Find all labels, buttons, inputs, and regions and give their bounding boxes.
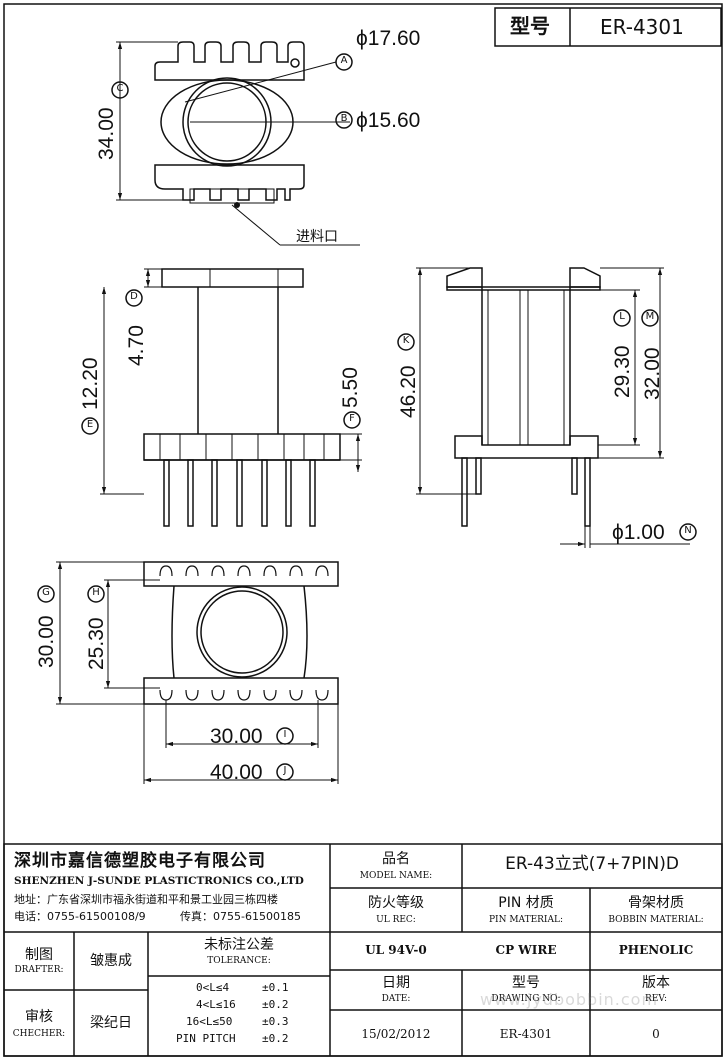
drafter-name: 皱惠成 — [90, 953, 132, 969]
tolerance-range-4: PIN PITCH — [176, 1032, 236, 1045]
marker-K — [397, 333, 415, 351]
model-name-en: MODEL NAME: — [359, 871, 433, 881]
tolerance-value-1: ±0.1 — [262, 981, 289, 994]
rev-en: REV: — [645, 994, 667, 1004]
side-view — [446, 267, 601, 527]
marker-G-label: G — [42, 587, 50, 598]
marker-K-label: K — [402, 335, 410, 346]
marker-A-label: A — [340, 55, 348, 66]
marker-C — [111, 81, 129, 99]
dim-K-label: 46.20 — [397, 365, 420, 418]
tolerance-range-1: 0<L≤4 — [196, 981, 230, 994]
drawing-no-value: ER-4301 — [499, 1027, 553, 1041]
drawing-no-cn: 型号 — [512, 975, 540, 991]
marker-M — [641, 309, 659, 327]
marker-I-label: I — [283, 729, 287, 740]
marker-D-label: D — [130, 291, 138, 302]
dim-H-label: 25.30 — [85, 617, 108, 670]
bobbin-material-en: BOBBIN MATERIAL: — [608, 915, 704, 925]
marker-B — [335, 111, 353, 129]
pin-material-cn: PIN 材质 — [498, 895, 554, 911]
marker-F — [343, 411, 361, 429]
model-box-value: ER-4301 — [600, 15, 684, 39]
dim-D-label: 4.70 — [125, 325, 148, 366]
marker-I — [276, 727, 294, 745]
company-fax: 传真：0755-61500185 — [180, 910, 301, 923]
dim-B-label: ϕ15.60 — [356, 109, 421, 132]
company-name-cn: 深圳市嘉信德塑胶电子有限公司 — [14, 851, 266, 871]
marker-M-label: M — [645, 311, 655, 322]
date-value: 15/02/2012 — [361, 1027, 431, 1041]
drafter-cn: 制图 — [25, 947, 53, 963]
model-box-label: 型号 — [510, 14, 550, 38]
dim-A-label: ϕ17.60 — [356, 27, 421, 50]
model-name-value: ER-43立式(7+7PIN)D — [505, 854, 679, 874]
ul-rec-en: UL REC: — [376, 915, 416, 925]
bottom-view — [143, 561, 339, 705]
tolerance-value-4: ±0.2 — [262, 1032, 289, 1045]
marker-E — [81, 417, 99, 435]
checker-name: 梁纪日 — [90, 1015, 132, 1031]
marker-G — [37, 585, 55, 603]
dim-L-label: 29.30 — [611, 345, 634, 398]
tolerance-value-3: ±0.3 — [262, 1015, 289, 1028]
marker-F-label: F — [349, 413, 355, 424]
pin-material-en: PIN MATERIAL: — [489, 915, 563, 925]
tolerance-range-2: 4<L≤16 — [196, 998, 236, 1011]
company-phone: 电话：0755-61500108/9 — [14, 910, 146, 923]
marker-H-label: H — [92, 587, 100, 598]
model-name-cn: 品名 — [382, 851, 410, 867]
feed-label: 进料口 — [296, 229, 338, 245]
ul-rec-cn: 防火等级 — [368, 895, 424, 911]
marker-E-label: E — [86, 419, 94, 430]
marker-A — [335, 53, 353, 71]
model-box — [494, 7, 722, 47]
title-block-grid — [3, 843, 723, 1057]
dim-F-label: 5.50 — [339, 367, 362, 408]
rev-cn: 版本 — [642, 975, 670, 991]
marker-L — [613, 309, 631, 327]
drawing-no-en: DRAWING NO: — [491, 994, 561, 1004]
tolerance-range-3: 16<L≤50 — [186, 1015, 233, 1028]
bobbin-material-cn: 骨架材质 — [628, 895, 684, 911]
marker-N — [679, 523, 697, 541]
marker-C-label: C — [116, 83, 124, 94]
marker-J — [276, 763, 294, 781]
bobbin-material-value: PHENOLIC — [618, 943, 694, 957]
pin-material-value: CP WIRE — [495, 943, 557, 957]
marker-N-label: N — [684, 525, 692, 536]
marker-D — [125, 289, 143, 307]
dim-J-label: 40.00 — [210, 761, 263, 784]
dim-E-label: 12.20 — [79, 357, 102, 410]
date-en: DATE: — [381, 994, 411, 1004]
ul-value: UL 94V-0 — [365, 943, 427, 957]
date-cn: 日期 — [382, 975, 410, 991]
watermark: www.jydbobbin.com — [480, 990, 659, 1009]
marker-H — [87, 585, 105, 603]
rev-value: 0 — [652, 1027, 660, 1041]
marker-B-label: B — [340, 113, 348, 124]
checker-cn: 审核 — [25, 1009, 53, 1025]
company-address: 地址：广东省深圳市福永街道和平和景工业园三栋四楼 — [14, 893, 278, 906]
dim-I-label: 30.00 — [210, 725, 263, 748]
tolerance-value-2: ±0.2 — [262, 998, 289, 1011]
tolerance-cn: 未标注公差 — [204, 937, 274, 953]
dim-G-label: 30.00 — [35, 615, 58, 668]
marker-L-label: L — [619, 311, 625, 322]
marker-J-label: J — [283, 765, 287, 776]
dim-M-label: 32.00 — [641, 347, 664, 400]
company-name-en: SHENZHEN J-SUNDE PLASTICTRONICS CO.,LTD — [14, 875, 304, 887]
drafter-en: DRAFTER: — [14, 965, 64, 975]
front-view — [143, 268, 341, 527]
tolerance-en: TOLERANCE: — [207, 956, 271, 966]
dim-N-label: ϕ1.00 — [612, 521, 665, 544]
dim-C-label: 34.00 — [95, 107, 118, 160]
checker-en: CHECHER: — [12, 1029, 66, 1039]
